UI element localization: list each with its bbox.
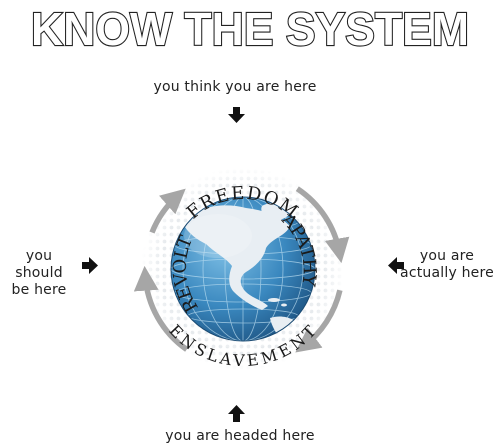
page-title: KNOW THE SYSTEM <box>31 3 469 55</box>
cycle-arrow-freedom-to-apathy <box>295 186 350 264</box>
down-arrow-icon <box>228 107 245 123</box>
note-left: you should be here <box>0 248 78 299</box>
left-arrow-icon <box>388 257 404 274</box>
note-bottom: you are headed here <box>165 428 315 444</box>
up-arrow-icon <box>228 405 245 422</box>
globe-icon <box>170 196 316 342</box>
note-right-line1: you are <box>419 248 475 264</box>
cycle-arrow-revolt-to-freedom <box>149 188 186 234</box>
note-right: you are actually here <box>395 248 499 282</box>
cycle-arrow-apathy-to-enslavement <box>295 289 343 353</box>
cycle-arrows <box>133 186 350 353</box>
note-right-line2: actually here <box>400 265 494 281</box>
cycle-arrow-enslavement-to-revolt <box>133 265 189 352</box>
right-arrow-icon <box>82 257 98 274</box>
note-left-line2: be here <box>11 282 67 298</box>
note-top: you think you are here <box>153 79 317 95</box>
note-left-line1: you should <box>15 248 63 281</box>
